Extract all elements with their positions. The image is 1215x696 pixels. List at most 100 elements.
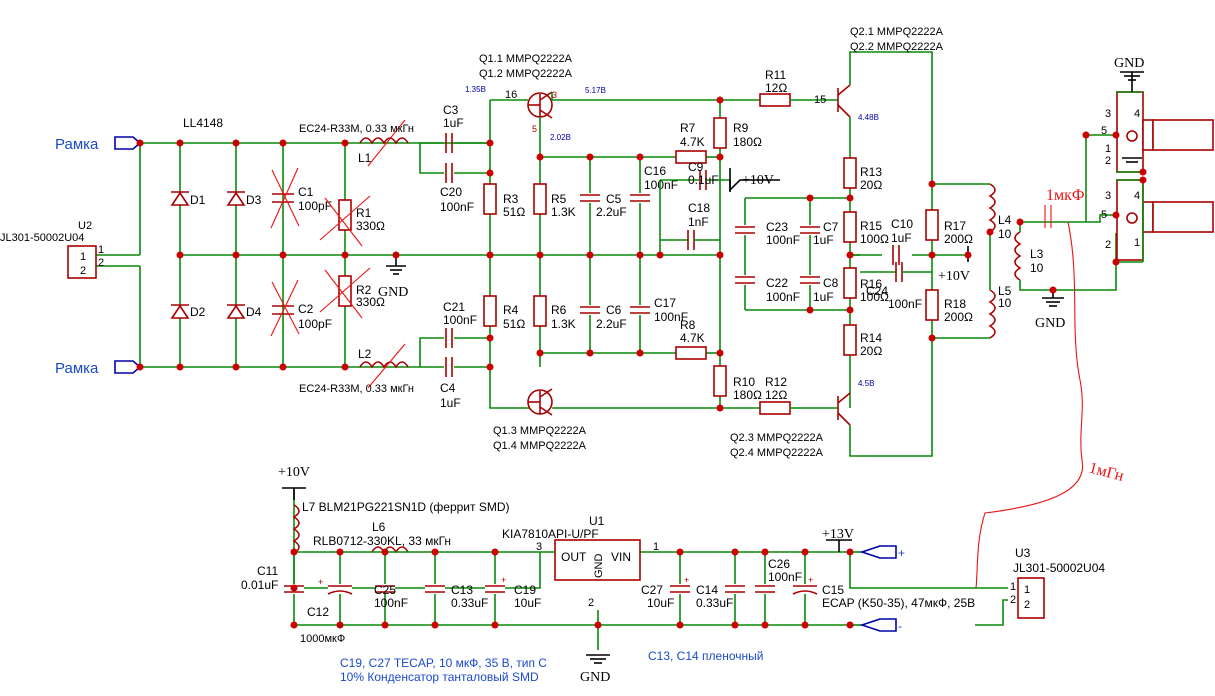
l5-label: L5 xyxy=(998,284,1012,298)
c19-plus: + xyxy=(501,575,506,585)
c21-label: C21 xyxy=(443,300,465,314)
u3-pin1-outer: 1 xyxy=(1010,581,1016,593)
junction-dot xyxy=(594,621,602,629)
u2-pin2: 2 xyxy=(98,257,104,269)
diode-d4 xyxy=(226,304,246,319)
c16-label: C16 xyxy=(644,164,666,178)
regulator-u1 xyxy=(554,539,641,581)
c12-value: 1000мкФ xyxy=(300,633,345,645)
c23-label: C23 xyxy=(766,220,788,234)
transistor-q1-top xyxy=(527,91,553,119)
u1-ref: U1 xyxy=(589,514,605,528)
c4-label: C4 xyxy=(440,381,456,395)
c24-label: C24 xyxy=(866,284,888,298)
r15-value: 100Ω xyxy=(860,232,889,246)
note-tantalum-line1: C19, C27 TECAP, 10 мкФ, 35 В, тип С xyxy=(340,656,547,670)
conn-pin-1a: 1 xyxy=(1105,143,1111,155)
junction-dot xyxy=(964,251,972,259)
junction-dot xyxy=(1112,131,1120,139)
l2-part: EC24-R33M, 0.33 мкГн xyxy=(299,383,414,395)
r9-value: 180Ω xyxy=(733,135,762,149)
resistor-r7 xyxy=(675,150,707,164)
resistor-r11 xyxy=(759,93,791,107)
c13-label: C13 xyxy=(451,583,473,597)
ramka-bottom-label: Рамка xyxy=(55,360,99,377)
u1-part: KIA7810API-U/PF xyxy=(502,527,599,541)
l4-label: L4 xyxy=(998,213,1012,227)
d4-label: D4 xyxy=(246,305,262,319)
junction-dot xyxy=(536,153,544,161)
v-4-48: 4.48В xyxy=(858,113,879,122)
c9-value: 0.1uF xyxy=(688,173,719,187)
c6-label: C6 xyxy=(606,303,622,317)
c13-value: 0.33uF xyxy=(451,596,488,610)
r1-value: 330Ω xyxy=(356,219,385,233)
junction-dot xyxy=(846,621,854,629)
junction-dot xyxy=(491,621,499,629)
u3-connector xyxy=(1017,577,1045,619)
junction-dot xyxy=(846,306,854,314)
c2-label: C2 xyxy=(298,302,314,316)
resistor-r8 xyxy=(675,346,707,360)
q2-bot-b: Q2.4 MMPQ2222A xyxy=(730,447,824,459)
q2-top-b: Q2.2 MMPQ2222A xyxy=(850,41,944,53)
u1-gnd: GND xyxy=(593,554,605,579)
c4-value: 1uF xyxy=(440,396,461,410)
junction-dot xyxy=(431,548,439,556)
ll4148-label: LL4148 xyxy=(183,116,223,130)
junction-dot xyxy=(1139,168,1147,176)
r18-label: R18 xyxy=(944,297,966,311)
junction-dot xyxy=(716,404,724,412)
junction-dot xyxy=(136,139,144,147)
junction-dot xyxy=(491,548,499,556)
l1-part: EC24-R33M, 0.33 мкГн xyxy=(299,123,414,135)
u2-pin1: 1 xyxy=(98,244,104,256)
junction-dot xyxy=(136,363,144,371)
r9-label: R9 xyxy=(733,121,749,135)
plus13v-label: +13V xyxy=(822,527,854,542)
conn-pin-1b: 1 xyxy=(1134,237,1140,249)
inductor-l2 xyxy=(359,343,409,389)
q1-bot-a: Q1.3 MMPQ2222A xyxy=(493,425,587,437)
junction-dot xyxy=(586,251,594,259)
c27-plus: + xyxy=(684,575,689,585)
junction-dot xyxy=(1082,131,1090,139)
q1-top-b: Q1.2 MMPQ2222A xyxy=(479,68,573,80)
resistor-r12 xyxy=(759,401,791,415)
junction-dot xyxy=(806,306,814,314)
conn-pin-2a: 2 xyxy=(1105,155,1111,167)
psu-plus-connector xyxy=(859,545,897,559)
r6-label: R6 xyxy=(551,303,567,317)
junction-dot xyxy=(536,251,544,259)
junction-dot xyxy=(656,251,664,259)
plus10v-psu: +10V xyxy=(278,465,310,480)
junction-dot xyxy=(381,548,389,556)
junction-dot xyxy=(846,548,854,556)
c19-label: C19 xyxy=(514,583,536,597)
junction-dot xyxy=(761,548,769,556)
u3-ref: U3 xyxy=(1015,546,1031,560)
inductor-l1 xyxy=(359,119,409,167)
c16-value: 100nF xyxy=(644,178,678,192)
junction-dot xyxy=(806,194,814,202)
junction-dot xyxy=(986,228,994,236)
q2-bot-a: Q2.3 MMPQ2222A xyxy=(730,432,824,444)
psu-minus-connector xyxy=(859,618,897,632)
junction-dot xyxy=(586,349,594,357)
inductor-l3 xyxy=(1014,231,1022,281)
c5-value: 2.2uF xyxy=(596,205,627,219)
r2-label: R2 xyxy=(356,283,372,297)
u2-ref: U2 xyxy=(78,220,92,232)
q1-bot-b: Q1.4 MMPQ2222A xyxy=(493,440,587,452)
c27-value: 10uF xyxy=(647,596,674,610)
junction-dot xyxy=(801,548,809,556)
junction-dot xyxy=(392,251,400,259)
v-1-35: 1.35В xyxy=(465,85,486,94)
junction-dot xyxy=(290,621,298,629)
l7-label: L7 BLM21PG221SN1D (феррит SMD) xyxy=(302,500,510,514)
c6-value: 2.2uF xyxy=(596,317,627,331)
junction-dot xyxy=(731,548,739,556)
gnd-mid-label: GND xyxy=(378,285,408,300)
junction-dot xyxy=(846,194,854,202)
